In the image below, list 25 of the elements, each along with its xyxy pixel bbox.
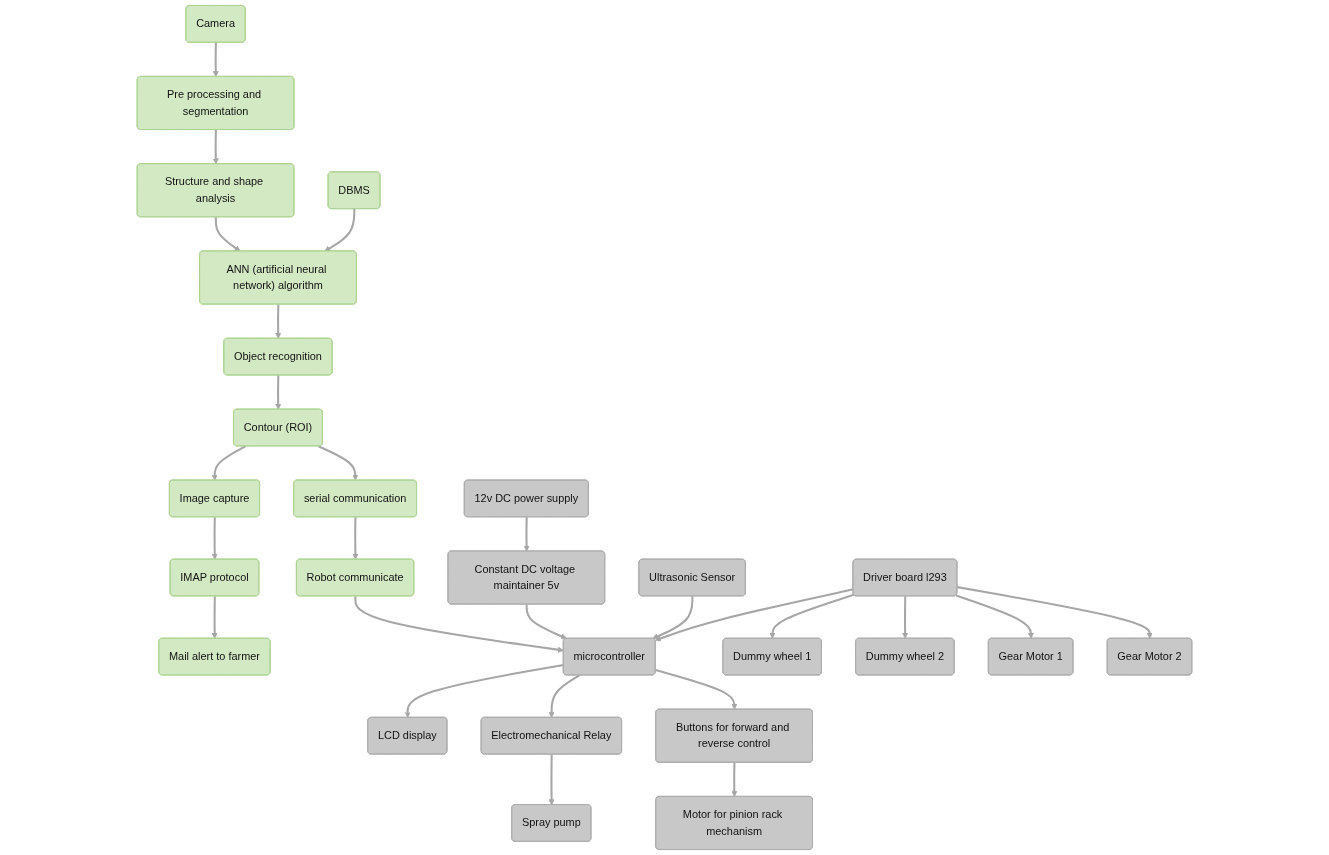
- arrow: [404, 664, 564, 718]
- arrow: [211, 517, 218, 560]
- arrow: [731, 762, 738, 797]
- arrow: [211, 596, 218, 639]
- arrow: [212, 42, 219, 77]
- arrow: [214, 217, 241, 252]
- arrow: [955, 594, 1034, 639]
- arrow: [523, 517, 530, 552]
- arrow: [324, 208, 356, 252]
- arrow: [654, 588, 854, 642]
- arrow: [652, 596, 694, 640]
- arrow: [957, 586, 1153, 639]
- arrow: [212, 129, 219, 165]
- arrow: [354, 596, 564, 653]
- arrow: [275, 304, 282, 339]
- arrow: [275, 375, 282, 410]
- arrow: [317, 445, 359, 481]
- arrow: [655, 669, 738, 710]
- arrow: [525, 604, 567, 640]
- arrow: [352, 517, 359, 560]
- arrow: [211, 445, 246, 481]
- arrow: [769, 593, 855, 639]
- arrow: [548, 674, 581, 718]
- arrow: [902, 596, 909, 639]
- arrow: [548, 754, 555, 806]
